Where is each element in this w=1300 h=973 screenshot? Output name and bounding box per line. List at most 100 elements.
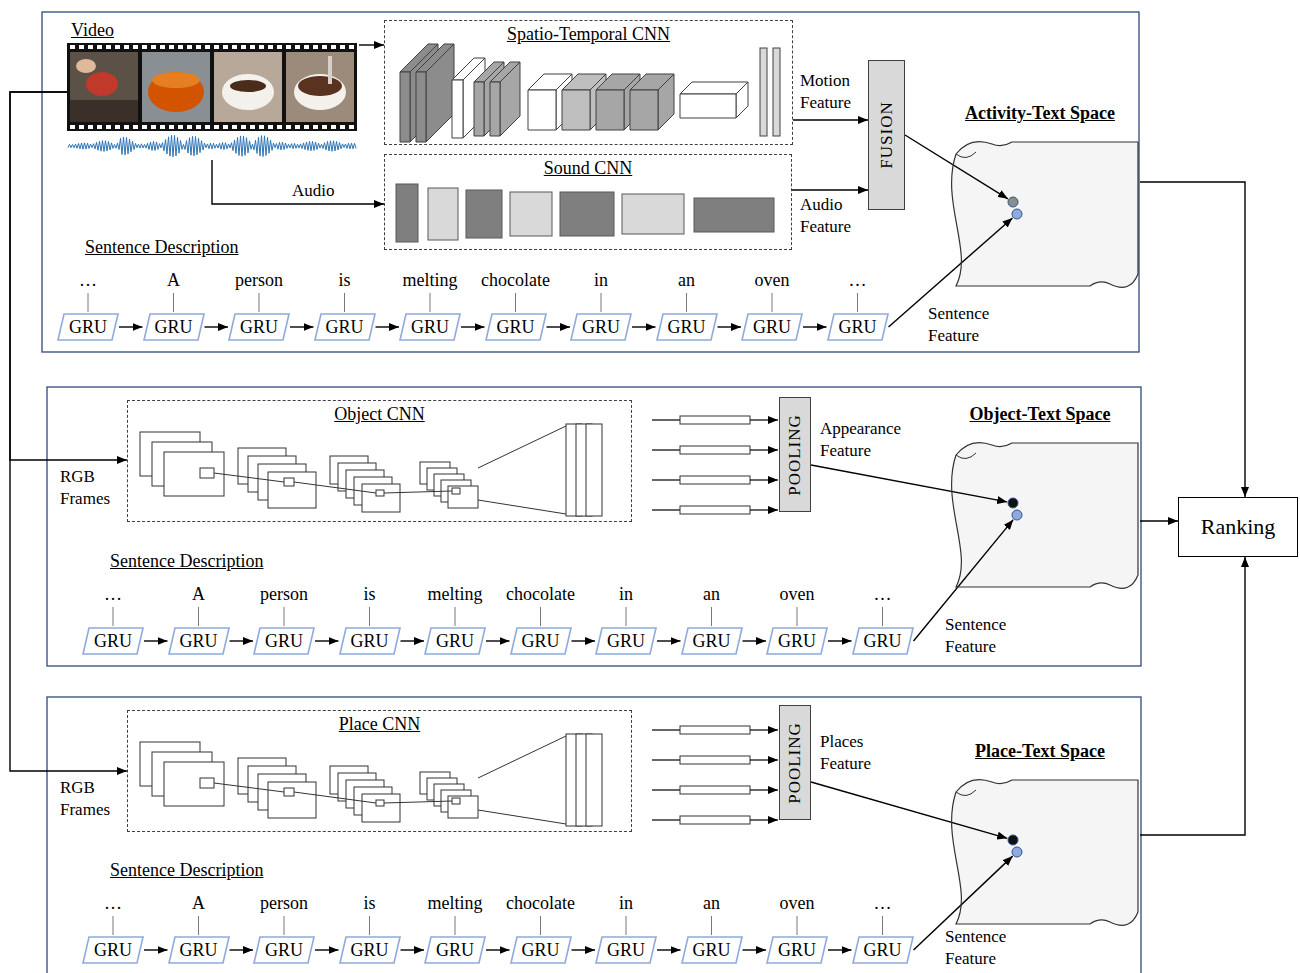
gru-cell: GRU [168,936,230,964]
block-front [562,90,590,130]
word-label: oven [755,269,790,291]
word-slot: an [627,269,747,291]
node-label: Place CNN [339,713,420,735]
word-label: person [235,269,283,291]
sprocket-hole [331,45,336,49]
connector [657,949,681,950]
feature-vector [680,446,750,454]
gru-cell: GRU [595,627,657,655]
conv-layer [622,194,684,234]
node-label: Place-Text Space [975,740,1105,762]
connector [547,326,571,327]
connector [10,92,127,771]
sprocket-hole [106,45,111,49]
feature-map [268,782,316,818]
connector [212,160,384,204]
sprocket-hole [124,125,129,129]
connector [230,949,254,950]
panel-frame [47,387,1141,666]
gru-label: GRU [692,630,730,652]
fc-layer [586,734,602,826]
block-front [528,90,556,130]
section-heading-slot: Sentence Description [110,859,263,881]
block-top [630,74,674,90]
gru-label: GRU [692,939,730,961]
cnn-module: Place CNN [127,710,632,832]
gru-shape [767,628,827,654]
embedding-dot [1008,835,1018,845]
gru-label: GRU [863,939,901,961]
space-sheet [940,740,1140,935]
feature-map [362,794,400,822]
leader-line [344,293,345,312]
sprocket-hole [88,45,93,49]
sprocket-hole [223,45,228,49]
sprocket-hole [160,125,165,129]
node-label: POOLING [784,722,806,804]
connector [461,326,485,327]
embedding-space: Object-Text Space [940,403,1140,598]
kernel [376,800,384,806]
sprocket-hole [340,125,345,129]
node-label: Object CNN [334,403,424,425]
gru-cell: GRU [766,627,828,655]
word-slot: in [566,583,686,605]
edge-label-slot: Motion Feature [800,70,864,114]
gru-label: GRU [350,939,388,961]
line [478,426,566,468]
gru-cell: GRU [656,313,718,341]
operation-box: POOLING [779,397,811,512]
sprocket-hole [106,125,111,129]
word-slot: person [199,269,319,291]
fc-layer [586,424,602,516]
sprocket-hole [277,125,282,129]
gru-label: GRU [436,939,474,961]
word-slot: A [114,269,234,291]
word-label: A [192,892,205,914]
vector-arrow [652,759,680,760]
gru-shape [486,314,546,340]
sheet-outline [952,142,1138,288]
operation-box: FUSION [868,60,905,210]
hand [76,59,96,73]
space-sheet [940,403,1140,598]
feature-vector [680,506,750,514]
word-label: person [260,892,308,914]
sheet-outline [952,443,1138,589]
cnn-module: Sound CNN [384,154,792,250]
sprocket-hole [250,45,255,49]
word-slot: … [823,583,943,605]
connector [401,640,425,641]
word-label: is [363,892,375,914]
word-slot: chocolate [481,583,601,605]
leader-line [797,916,798,935]
gru-label: GRU [753,316,791,338]
bowl [294,74,346,110]
sprocket-hole [169,125,174,129]
gru-shape [511,628,571,654]
vector-arrow [750,419,778,420]
gru-shape [254,937,314,963]
edge-label: Sentence Feature [945,926,1025,970]
feature-vector [680,416,750,424]
sprocket-hole [196,45,201,49]
fc-layer [760,48,767,136]
block-front [630,90,658,130]
image-cnn-art [140,726,778,826]
leader-line [711,607,712,626]
sprocket-hole [151,45,156,49]
leader-line [284,916,285,935]
word-slot: in [541,269,661,291]
gru-shape [169,937,229,963]
spoon [328,56,332,84]
word-slot: … [823,892,943,914]
sprocket-hole [286,45,291,49]
vector-arrow [652,819,680,820]
vector-arrow [750,789,778,790]
leader-line [369,607,370,626]
sprocket-hole [304,125,309,129]
gru-label: GRU [607,939,645,961]
edge-label: Sentence Feature [945,614,1025,658]
gru-cell: GRU [339,627,401,655]
conv-layer [428,188,458,240]
